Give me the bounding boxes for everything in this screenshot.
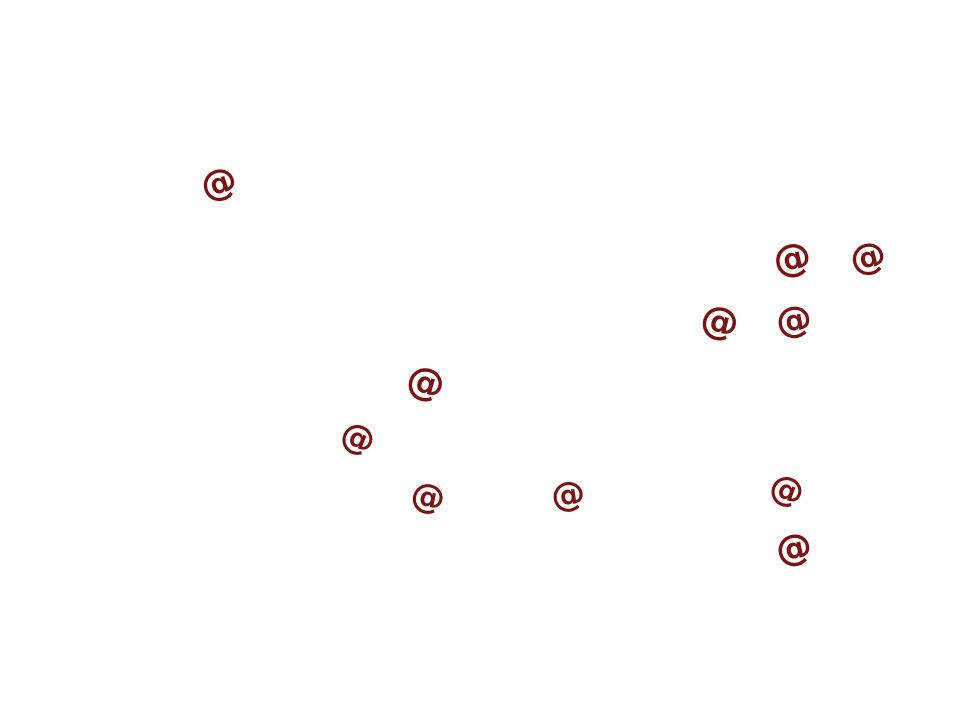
spiral-at-glyph-7: @ (334, 413, 381, 464)
spiral-at-glyph-3: @ (845, 233, 891, 282)
spiral-at-glyph-6: @ (401, 355, 451, 409)
spiral-at-glyph-8: @ (406, 474, 449, 521)
spiral-at-glyph-12: @ (771, 524, 816, 573)
spiral-at-glyph-5: @ (772, 297, 815, 345)
spiral-at-glyph-9: @ (548, 473, 588, 518)
spiral-at-glyph-4: @ (696, 295, 744, 348)
spiral-at-glyph-2: @ (768, 232, 816, 284)
spiral-at-glyph-1: @ (195, 158, 243, 209)
spiral-at-glyph-10: @ (763, 465, 810, 515)
